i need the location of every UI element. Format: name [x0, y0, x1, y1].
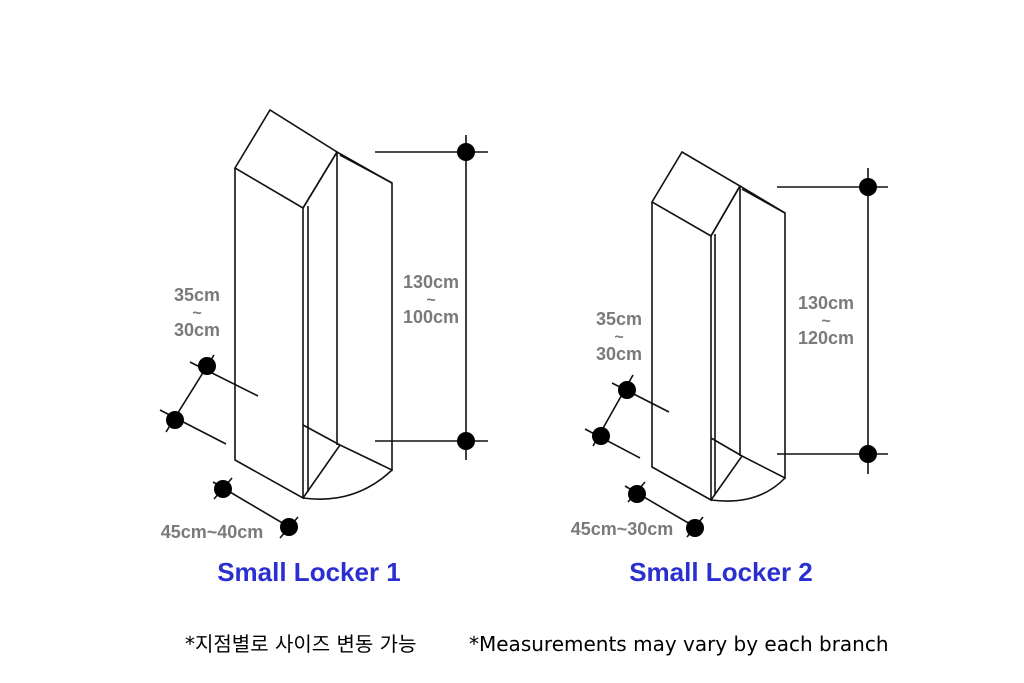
note-korean: *지점별로 사이즈 변동 가능 — [185, 632, 416, 656]
locker-1-width-marker-right — [280, 518, 298, 536]
locker-2-depth-bottom-label: 30cm — [596, 344, 642, 364]
locker-1-side-panel — [234, 168, 304, 500]
locker-2-height-top-label: 130cm — [798, 293, 854, 313]
locker-1-depth-marker-top — [198, 357, 216, 375]
locker-1-depth-bottom-label: 30cm — [174, 320, 220, 340]
locker-2-depth-tilde: ~ — [614, 329, 623, 346]
locker-1-width-marker-left — [214, 480, 232, 498]
locker-2-depth-marker-top — [618, 381, 636, 399]
locker-1-depth-marker-bottom — [166, 411, 184, 429]
locker-1-width-label: 45cm~40cm — [161, 522, 264, 542]
locker-1-open-door — [302, 150, 393, 499]
locker-2-width-marker-left — [628, 485, 646, 503]
locker-2-height-tilde: ~ — [821, 313, 830, 330]
locker-2-height-marker-bottom — [859, 445, 877, 463]
locker-2-width-marker-right — [686, 519, 704, 537]
locker-1-door-lines — [302, 152, 393, 492]
locker-2-side-panel — [651, 202, 712, 502]
locker-2-open-door — [710, 184, 786, 501]
locker-2-depth-marker-bottom — [592, 427, 610, 445]
locker-2-height-marker-top — [859, 178, 877, 196]
locker-2-height-bottom-label: 120cm — [798, 328, 854, 348]
locker-2-depth-top-label: 35cm — [596, 309, 642, 329]
locker-2-top-face — [650, 150, 742, 238]
locker-1-top-face — [233, 108, 339, 210]
locker-1-height-top-label: 130cm — [403, 272, 459, 292]
locker-1-drawing — [159, 108, 488, 539]
locker-1-depth-top-label: 35cm — [174, 285, 220, 305]
locker-1-depth-tilde: ~ — [192, 305, 201, 322]
locker-1-height-marker-bottom — [457, 432, 475, 450]
locker-1-title: Small Locker 1 — [217, 557, 401, 587]
locker-2-door-lines — [710, 186, 786, 495]
locker-2-door-swing-arc — [710, 477, 786, 502]
note-english: *Measurements may vary by each branch — [469, 632, 889, 656]
locker-1-door-swing-arc — [302, 469, 393, 500]
locker-1-height-marker-top — [457, 143, 475, 161]
locker-1-height-bottom-label: 100cm — [403, 307, 459, 327]
locker-2-title: Small Locker 2 — [629, 557, 813, 587]
locker-1-height-tilde: ~ — [426, 292, 435, 309]
locker-2-width-label: 45cm~30cm — [571, 519, 674, 539]
locker-2-drawing — [584, 150, 888, 538]
